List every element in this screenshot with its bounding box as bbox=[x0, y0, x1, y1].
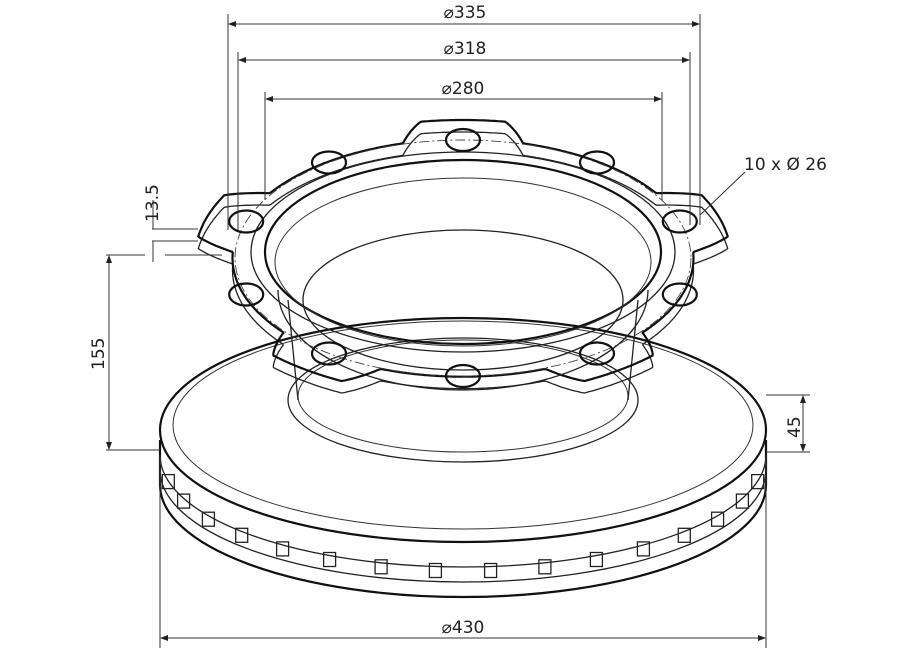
dim-318-label: ⌀318 bbox=[444, 39, 487, 59]
bolt-hole bbox=[444, 363, 482, 389]
dim-bolt-holes-label: 10 x Ø 26 bbox=[744, 155, 827, 175]
dim-13-5: 13.5 bbox=[143, 184, 198, 262]
dim-335-label: ⌀335 bbox=[444, 3, 487, 23]
cooling-vane bbox=[428, 562, 443, 579]
flange-thickness-edge bbox=[197, 131, 729, 394]
bolt-hole bbox=[228, 282, 265, 307]
rotor-vent-upper bbox=[159, 454, 767, 568]
bolt-hole bbox=[578, 341, 616, 366]
cooling-vane bbox=[735, 493, 750, 509]
dim-45: 45 bbox=[766, 394, 810, 453]
dim-13-5-label: 13.5 bbox=[143, 184, 163, 222]
hat bbox=[197, 118, 729, 401]
dim-430-label: ⌀430 bbox=[442, 618, 485, 638]
bolt-hole bbox=[578, 150, 616, 175]
cooling-vane bbox=[677, 527, 691, 543]
dim-155-label: 155 bbox=[89, 338, 109, 370]
rotor-top-face bbox=[158, 316, 768, 544]
bolt-hole bbox=[444, 127, 482, 153]
cooling-vane bbox=[710, 511, 725, 527]
flange-pilot-ring bbox=[250, 151, 676, 353]
cooling-vane bbox=[201, 511, 216, 527]
cooling-vane bbox=[176, 493, 191, 509]
cooling-vane bbox=[275, 541, 290, 557]
bolt-hole bbox=[228, 209, 265, 234]
dim-155: 155 bbox=[89, 254, 222, 451]
dim-280: ⌀280 bbox=[264, 79, 663, 200]
cooling-vane bbox=[161, 473, 175, 490]
rotor-vent-lower bbox=[159, 469, 767, 583]
rotor bbox=[158, 316, 768, 599]
cooling-vane bbox=[589, 551, 604, 568]
rotor-hat-base bbox=[287, 337, 639, 463]
dim-bolt-holes: 10 x Ø 26 bbox=[699, 155, 827, 216]
cooling-vanes bbox=[161, 473, 765, 579]
dim-280-label: ⌀280 bbox=[442, 79, 485, 99]
dim-318: ⌀318 bbox=[237, 39, 691, 230]
rotor-top-face-inner-ring bbox=[172, 320, 754, 530]
dim-45-label: 45 bbox=[785, 416, 805, 438]
hat-opening bbox=[263, 158, 663, 346]
cooling-vane bbox=[235, 527, 249, 543]
rotor-hat-base-fillet bbox=[297, 339, 629, 453]
bolt-holes bbox=[228, 127, 698, 389]
bolt-circle-centerline bbox=[234, 139, 692, 377]
cooling-vane bbox=[751, 473, 765, 490]
hat-inner-wall bbox=[277, 289, 649, 391]
dim-335: ⌀335 bbox=[227, 3, 701, 230]
hat-inner-ring bbox=[274, 177, 652, 347]
mounting-flange bbox=[197, 118, 729, 383]
cooling-vane bbox=[322, 551, 337, 568]
cooling-vane bbox=[374, 559, 388, 575]
cooling-vane bbox=[483, 562, 498, 579]
bolt-hole bbox=[310, 150, 348, 175]
hat-inner-bottom bbox=[302, 229, 624, 371]
rotor-bottom-edge bbox=[158, 440, 768, 599]
bolt-hole bbox=[310, 341, 348, 366]
bolt-hole bbox=[661, 282, 698, 307]
dim-430: ⌀430 bbox=[159, 455, 767, 648]
bolt-hole bbox=[661, 209, 698, 234]
cooling-vane bbox=[538, 559, 552, 575]
cooling-vane bbox=[636, 541, 651, 557]
hat-wall bbox=[287, 299, 639, 401]
